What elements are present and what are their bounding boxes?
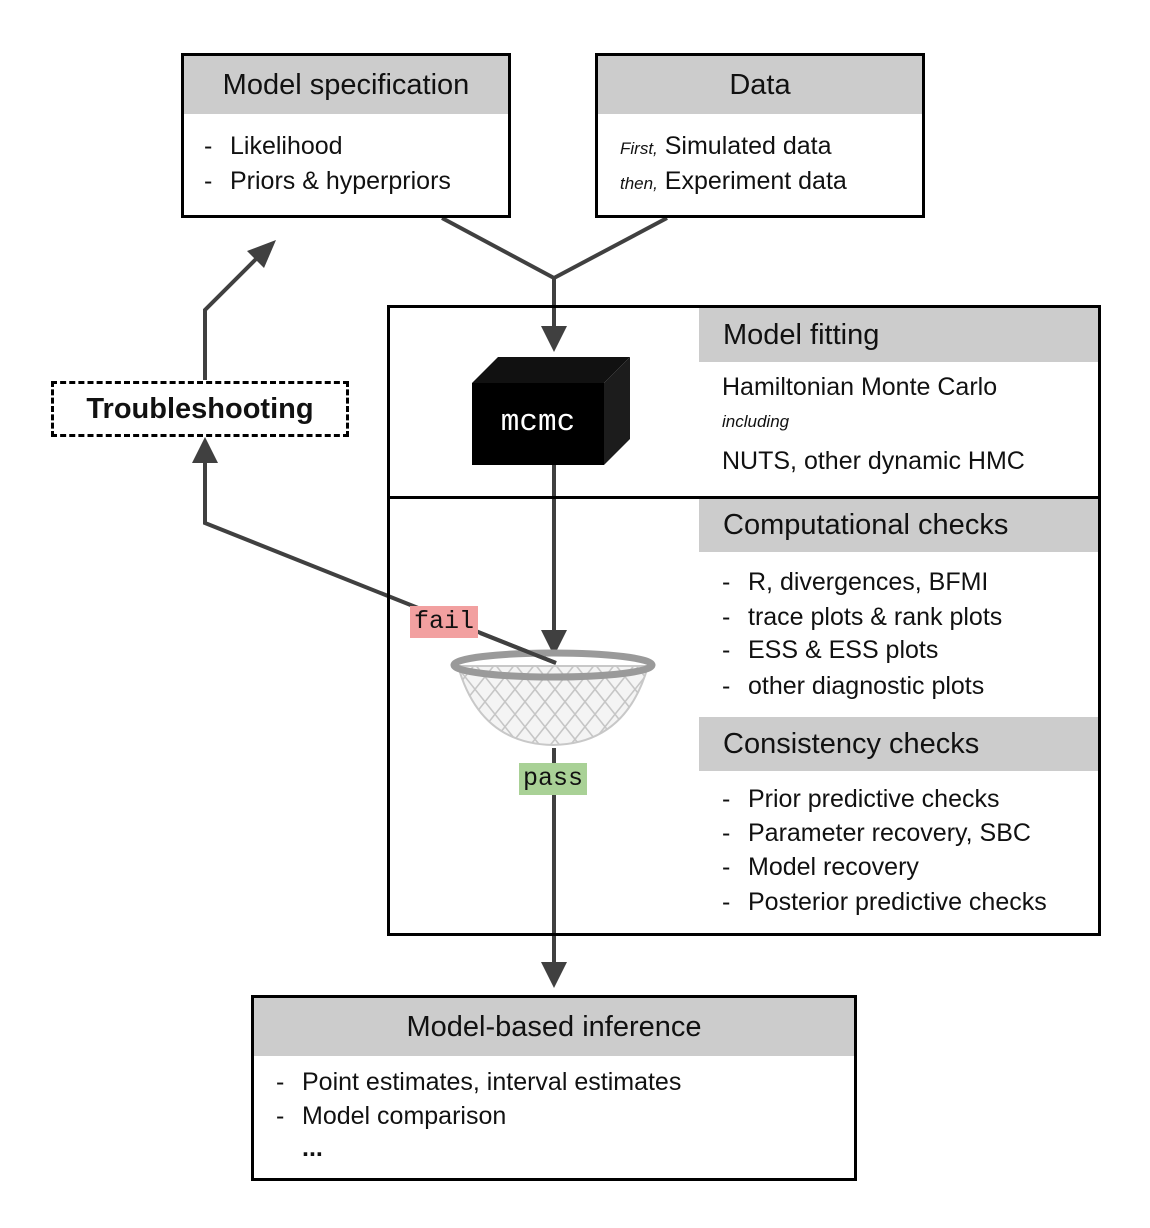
arrow-spec-to-merge (441, 216, 555, 280)
data-line-experiment: then, Experiment data (620, 167, 847, 195)
model-spec-item: -Likelihood (204, 132, 343, 160)
consistency-checks-title: Consistency checks (699, 717, 1098, 771)
data-title: Data (598, 56, 922, 114)
arrow-troubleshooting-to-spec (203, 240, 276, 380)
troubleshooting-label: Troubleshooting (86, 393, 314, 425)
computational-check-item: -ESS & ESS plots (722, 636, 939, 664)
data-box: Data First, Simulated data then, Experim… (595, 53, 925, 218)
arrow-data-to-merge (553, 216, 668, 280)
model-spec-item: -Priors & hyperpriors (204, 167, 451, 195)
model-fitting-nuts: NUTS, other dynamic HMC (722, 447, 1025, 475)
fitting-and-checks-panel (387, 305, 1101, 936)
inference-title: Model-based inference (254, 998, 854, 1056)
inference-box: Model-based inference -Point estimates, … (251, 995, 857, 1181)
computational-check-item: -R, divergences, BFMI (722, 568, 989, 596)
computational-check-item: -trace plots & rank plots (722, 603, 1003, 631)
computational-checks-title: Computational checks (699, 499, 1098, 552)
model-specification-box: Model specification -Likelihood -Priors … (181, 53, 511, 218)
model-fitting-title: Model fitting (699, 308, 1098, 362)
model-fitting-hmc: Hamiltonian Monte Carlo (722, 373, 998, 401)
computational-check-item: -other diagnostic plots (722, 672, 985, 700)
consistency-check-item: -Prior predictive checks (722, 785, 1000, 813)
mcmc-label: mcmc (500, 405, 576, 440)
filter-sieve-icon (450, 649, 656, 747)
panel-divider (387, 496, 1101, 499)
inference-ellipsis: ... (302, 1134, 323, 1162)
consistency-check-item: -Model recovery (722, 853, 919, 881)
troubleshooting-box: Troubleshooting (51, 381, 349, 437)
mcmc-box-icon (472, 357, 630, 465)
data-line-simulated: First, Simulated data (620, 132, 832, 160)
inference-item: -Model comparison (276, 1102, 507, 1130)
inference-item: -Point estimates, interval estimates (276, 1068, 682, 1096)
model-fitting-including: including (722, 412, 790, 431)
model-specification-title: Model specification (184, 56, 508, 114)
pass-tag: pass (519, 763, 588, 795)
consistency-check-item: -Parameter recovery, SBC (722, 819, 1031, 847)
consistency-check-item: -Posterior predictive checks (722, 888, 1047, 916)
arrow-merge-to-mcmc (541, 276, 567, 352)
fail-tag: fail (410, 606, 479, 638)
